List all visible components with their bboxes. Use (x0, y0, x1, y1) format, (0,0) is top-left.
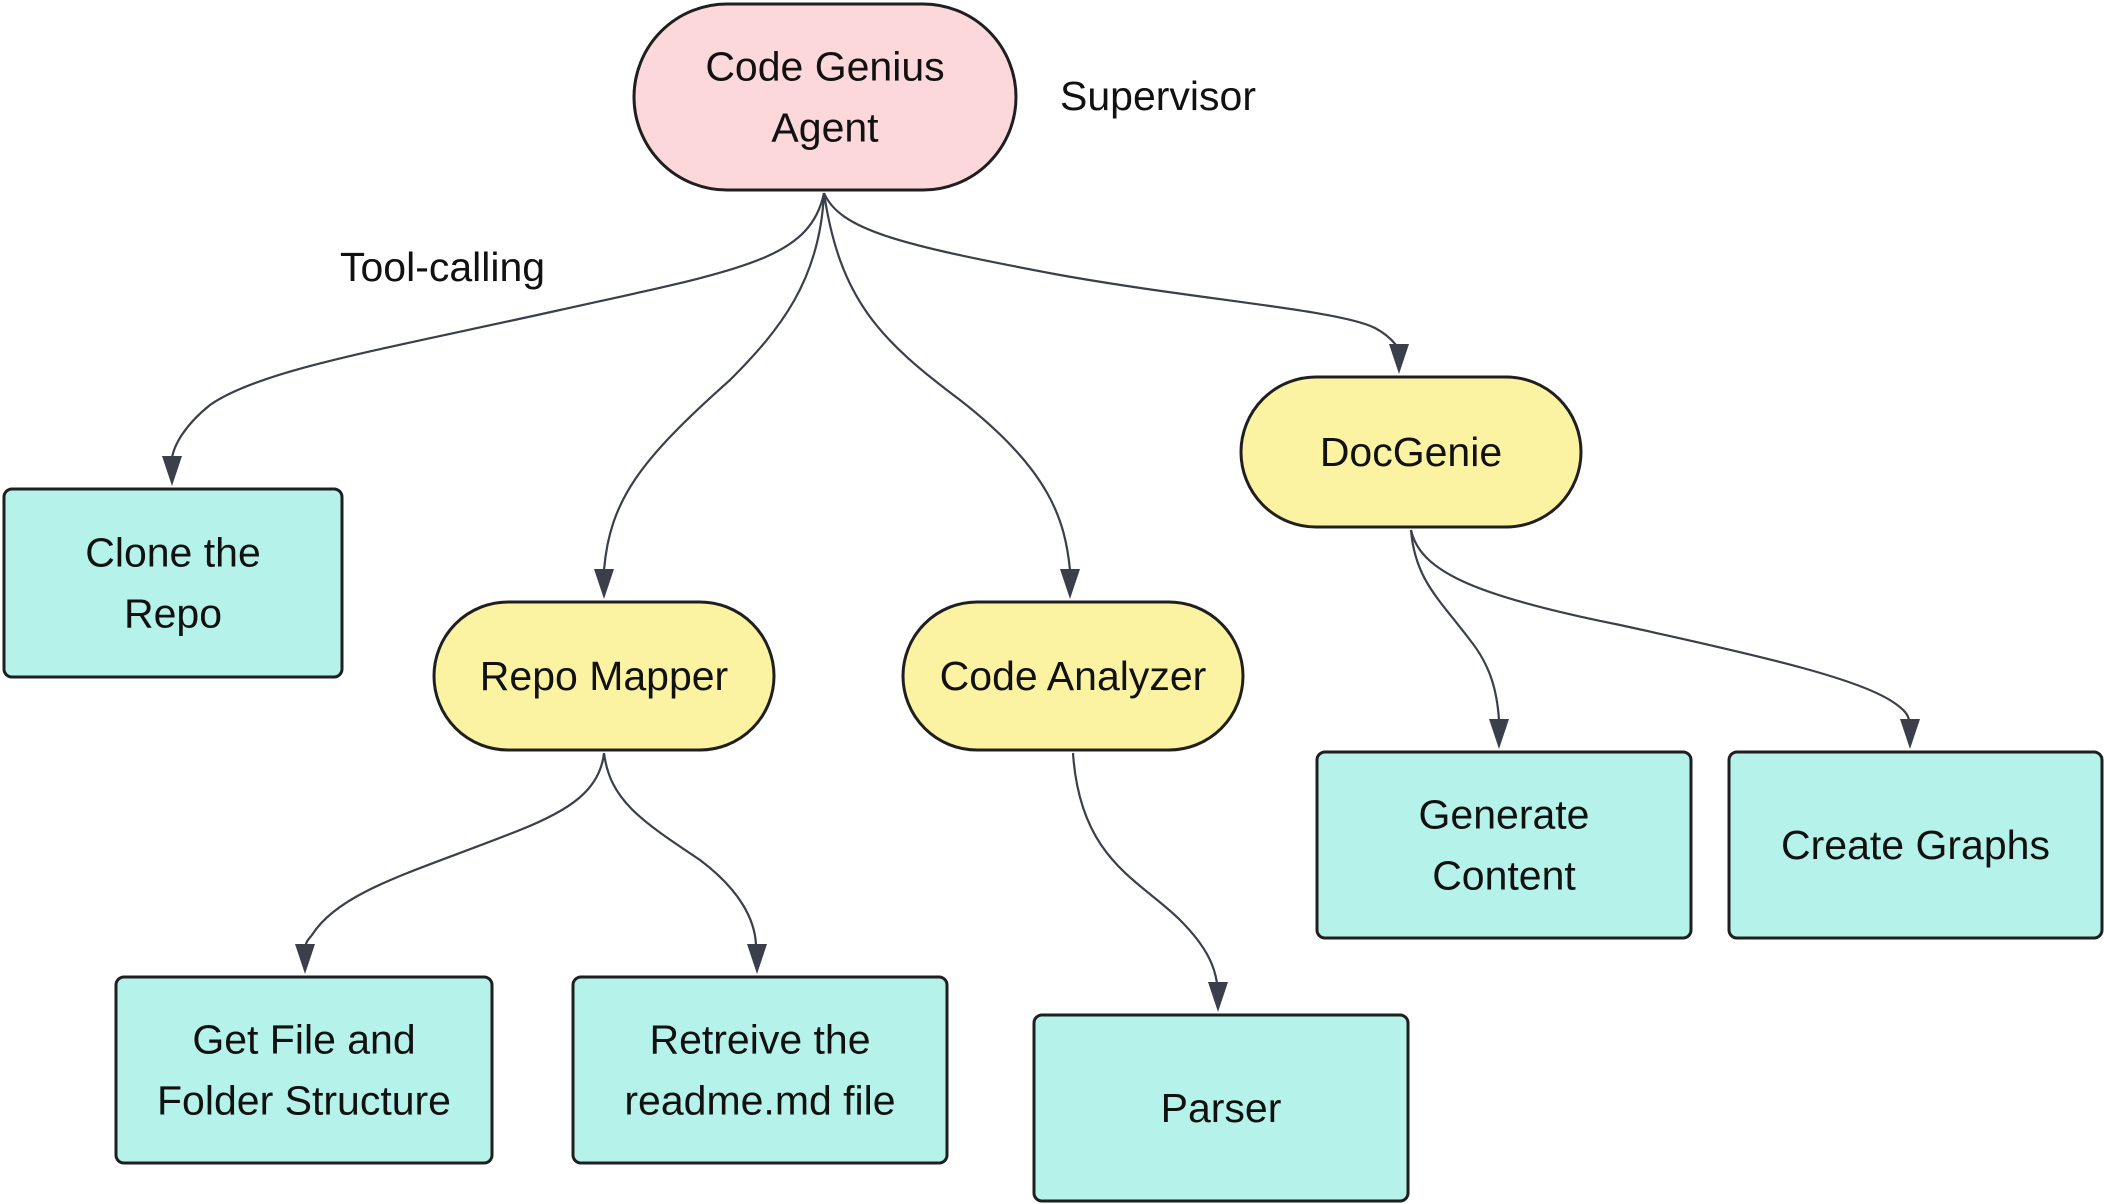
node-label-line: Get File and (192, 1017, 415, 1063)
node-label-line: Clone the (85, 530, 261, 576)
edge-docgenie-to-generate-content (1409, 529, 1509, 749)
edge-line (170, 192, 826, 459)
arrowhead-icon (1489, 719, 1509, 749)
node-repo-mapper: Repo Mapper (432, 600, 776, 752)
arrowhead-icon (1208, 982, 1228, 1012)
node-label-line: Agent (771, 105, 879, 151)
node-label-line: Generate (1419, 792, 1590, 838)
arrowhead-icon (162, 456, 182, 486)
supervisor-label: Supervisor (1060, 73, 1256, 119)
node-shape (1032, 1013, 1410, 1203)
node-shape (1239, 375, 1583, 529)
arrowhead-icon (1060, 569, 1080, 599)
edge-code-genius-agent-to-repo-mapper (594, 192, 826, 599)
edges-layer (162, 192, 1920, 1012)
node-label-line: Retreive the (649, 1017, 870, 1063)
edge-code-genius-agent-to-clone-repo (162, 192, 826, 486)
node-label-line: Parser (1161, 1085, 1282, 1131)
node-label-line: DocGenie (1320, 429, 1502, 475)
node-label-line: Code Analyzer (940, 653, 1207, 699)
node-docgenie: DocGenie (1239, 375, 1583, 529)
node-shape (114, 975, 494, 1165)
edge-line (1409, 529, 1501, 721)
node-retrieve-readme: Retreive the readme.md file (571, 975, 949, 1165)
edge-line (304, 752, 606, 946)
node-shape (571, 975, 949, 1165)
node-code-analyzer: Code Analyzer (901, 600, 1245, 752)
arrowhead-icon (594, 569, 614, 599)
node-shape (1315, 750, 1693, 940)
arrowhead-icon (1900, 719, 1920, 749)
edge-line (602, 752, 758, 946)
node-label-line: Code Genius (705, 44, 944, 90)
edge-repo-mapper-to-get-file-folder (295, 752, 606, 974)
edge-line (822, 192, 1072, 571)
edge-repo-mapper-to-retrieve-readme (602, 752, 767, 974)
node-shape (432, 600, 776, 752)
arrowhead-icon (295, 944, 315, 974)
edge-line (1071, 752, 1219, 984)
edge-line (602, 192, 826, 571)
arrowhead-icon (1389, 344, 1409, 374)
node-shape (901, 600, 1245, 752)
node-parser: Parser (1032, 1013, 1410, 1203)
node-label-line: Create Graphs (1781, 822, 2050, 868)
node-shape (632, 2, 1018, 192)
node-label-line: Folder Structure (157, 1078, 451, 1124)
node-label-line: Repo Mapper (480, 653, 728, 699)
arrowhead-icon (747, 944, 767, 974)
node-shape (2, 487, 344, 679)
edge-line (822, 192, 1398, 347)
edge-code-genius-agent-to-code-analyzer (822, 192, 1080, 599)
edge-line (1409, 529, 1911, 721)
node-label-line: readme.md file (624, 1078, 895, 1124)
node-label-line: Repo (124, 591, 222, 637)
edge-docgenie-to-create-graphs (1409, 529, 1920, 749)
node-label-line: Content (1432, 853, 1576, 899)
tool-calling-label: Tool-calling (340, 244, 545, 290)
edge-code-analyzer-to-parser (1071, 752, 1228, 1012)
node-create-graphs: Create Graphs (1727, 750, 2104, 940)
edge-code-genius-agent-to-docgenie (822, 192, 1409, 374)
node-shape (1727, 750, 2104, 940)
